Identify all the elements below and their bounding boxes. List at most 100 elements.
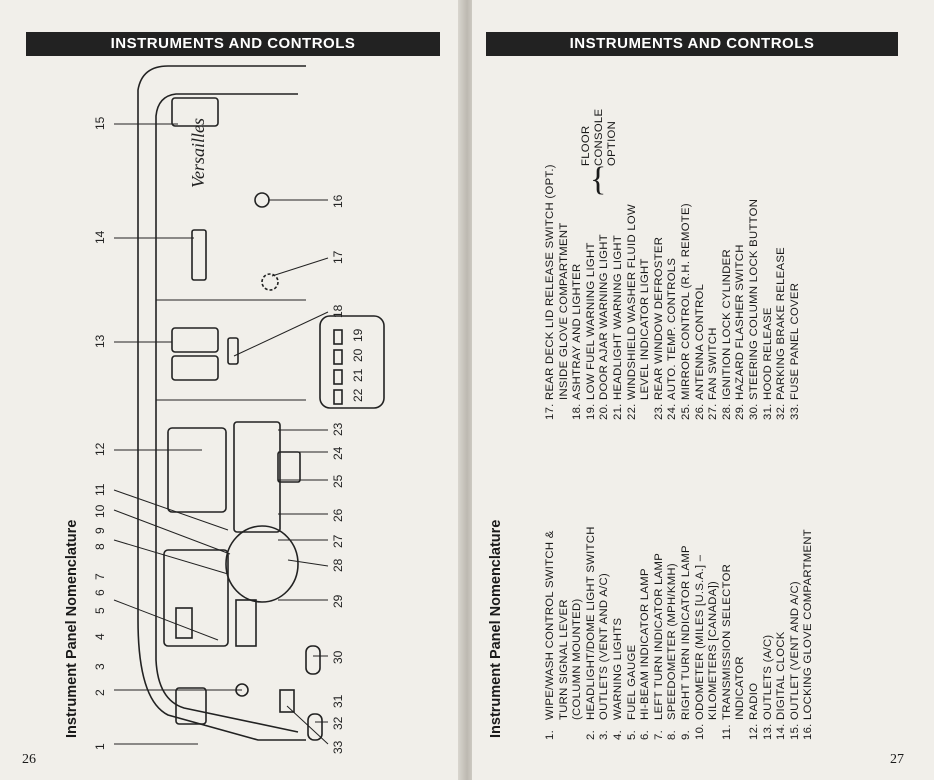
list-item: 16. LOCKING GLOVE COMPARTMENT <box>802 526 816 740</box>
list-item-text: LEVEL INDICATOR LIGHT <box>639 258 652 400</box>
list-item: 18.ASHTRAY AND LIGHTER <box>571 164 585 420</box>
list-item-text: REAR WINDOW DEFROSTER <box>652 236 665 400</box>
page-gutter <box>458 0 476 780</box>
callout-13: 13 <box>93 334 107 348</box>
list-item-text: FAN SWITCH <box>707 327 720 400</box>
list-item-number: 1. <box>544 729 556 740</box>
list-item-number: 12. <box>747 723 760 740</box>
callout-14: 14 <box>93 230 107 244</box>
list-item-text: INSIDE GLOVE COMPARTMENT <box>557 222 570 400</box>
deck-release-17 <box>261 273 279 291</box>
list-item-text: OUTLETS (A/C) <box>761 634 774 721</box>
callout-18: 18 <box>331 304 345 318</box>
list-item: 25.MIRROR CONTROL (R.H. REMOTE) <box>680 164 694 420</box>
list-item: TURN SIGNAL LEVER <box>558 526 572 740</box>
climate-panel <box>233 421 281 533</box>
list-item-text: OUTLETS (VENT AND A/C) <box>598 573 611 720</box>
list-item-number: 17. <box>544 403 556 420</box>
list-item: 11.TRANSMISSION SELECTOR <box>721 526 735 740</box>
list-item: 8.SPEEDOMETER (MPH/KMH) <box>666 526 680 740</box>
list-item: 23. REAR WINDOW DEFROSTER <box>653 164 667 420</box>
list-item-text: IGNITION LOCK CYLINDER <box>720 249 733 400</box>
list-item-number: 5. <box>625 729 638 740</box>
list-item-text: AUTO. TEMP. CONTROLS <box>666 257 679 400</box>
list-item-text: HAZARD FLASHER SWITCH <box>734 244 747 400</box>
clock-14 <box>191 229 207 281</box>
list-item: 26.ANTENNA CONTROL <box>694 164 708 420</box>
list-item-text: HOOD RELEASE <box>761 307 774 400</box>
callout-29: 29 <box>331 594 345 608</box>
list-item-text: FUEL GAUGE <box>625 644 638 720</box>
callout-5: 5 <box>93 607 107 614</box>
list-item: 4.WARNING LIGHTS <box>612 526 626 740</box>
vent-3 <box>175 687 207 725</box>
right-page: INSTRUMENTS AND CONTROLS Instrument Pane… <box>472 0 934 780</box>
list-item: 32.PARKING BRAKE RELEASE <box>775 164 789 420</box>
callout-22: 22 <box>351 388 365 402</box>
brace-option-console: CONSOLE <box>593 108 605 166</box>
callout-6: 6 <box>93 589 107 596</box>
steering-column <box>225 525 299 603</box>
nomenclature-list-17-33: 17. REAR DECK LID RELEASE SWITCH (OPT.)IN… <box>544 164 802 420</box>
list-item-text: KILOMETERS [CANADA]) <box>707 580 720 720</box>
list-item: 15.OUTLET (VENT AND A/C) <box>789 526 803 740</box>
callout-8: 8 <box>93 543 107 550</box>
callout-16: 16 <box>331 194 345 208</box>
list-item: LEVEL INDICATOR LIGHT <box>639 164 653 420</box>
warning-lights-box <box>319 315 385 409</box>
callout-28: 28 <box>331 558 345 572</box>
right-header: INSTRUMENTS AND CONTROLS <box>486 32 898 56</box>
callout-17: 17 <box>331 250 345 264</box>
list-item-number: 24. <box>666 403 679 420</box>
instrument-panel-diagram: Versailles 15 14 13 16 17 18 19 20 21 22… <box>93 65 385 754</box>
list-item: INDICATOR <box>734 526 748 740</box>
fuse-panel <box>279 689 295 713</box>
vent-13b <box>171 355 219 381</box>
callout-20: 20 <box>351 348 365 362</box>
list-item-number: 33. <box>788 403 801 420</box>
list-item: 20.DOOR AJAR WARNING LIGHT <box>598 164 612 420</box>
list-item-number: 11. <box>720 724 733 740</box>
callout-9: 9 <box>93 527 107 534</box>
list-item-number: 29. <box>734 403 747 420</box>
callout-31: 31 <box>331 694 345 708</box>
list-item-number: 31. <box>761 403 774 420</box>
list-item-text: STEERING COLUMN LOCK BUTTON <box>747 198 760 400</box>
list-item-text: REAR DECK LID RELEASE SWITCH (OPT.) <box>544 164 556 400</box>
list-item-number: 6. <box>639 729 652 740</box>
callout-30: 30 <box>331 650 345 664</box>
list-item-text: INDICATOR <box>734 656 747 720</box>
list-item: 10.ODOMETER (MILES [U.S.A.] – <box>694 526 708 740</box>
list-item-text: LOCKING GLOVE COMPARTMENT <box>802 529 815 720</box>
list-item-text: LEFT TURN INDICATOR LAMP <box>652 552 665 720</box>
callout-32: 32 <box>331 716 345 730</box>
list-item-text: HI-BEAM INDICATOR LAMP <box>639 568 652 720</box>
callout-7: 7 <box>93 573 107 580</box>
list-item: 12.RADIO <box>748 526 762 740</box>
list-item-number: 3. <box>598 729 611 740</box>
list-item-number: 2. <box>584 729 597 740</box>
list-item-number: 16. <box>802 723 815 740</box>
list-item-number: 26. <box>693 403 706 420</box>
ashtray-18 <box>227 337 239 365</box>
callout-23: 23 <box>331 422 345 436</box>
list-item-text: OUTLET (VENT AND A/C) <box>788 581 801 720</box>
list-item: 5. FUEL GAUGE <box>626 526 640 740</box>
list-item-number: 23. <box>652 403 665 420</box>
list-item-number: 27. <box>707 403 720 420</box>
list-item-text: MIRROR CONTROL (R.H. REMOTE) <box>679 203 692 400</box>
list-item-number <box>734 720 748 740</box>
list-item-text: DIGITAL CLOCK <box>775 631 788 720</box>
list-item-number: 7. <box>652 729 665 740</box>
list-item-number: 10. <box>693 723 706 740</box>
callout-19: 19 <box>351 328 365 342</box>
list-item: 28.IGNITION LOCK CYLINDER <box>721 164 735 420</box>
dash-outline <box>137 65 306 741</box>
list-item-number <box>707 720 721 740</box>
left-header: INSTRUMENTS AND CONTROLS <box>26 32 440 56</box>
callout-15: 15 <box>93 116 107 130</box>
list-item: 27. FAN SWITCH <box>707 164 721 420</box>
list-item: 31. HOOD RELEASE <box>762 164 776 420</box>
vent-13a <box>171 327 219 353</box>
